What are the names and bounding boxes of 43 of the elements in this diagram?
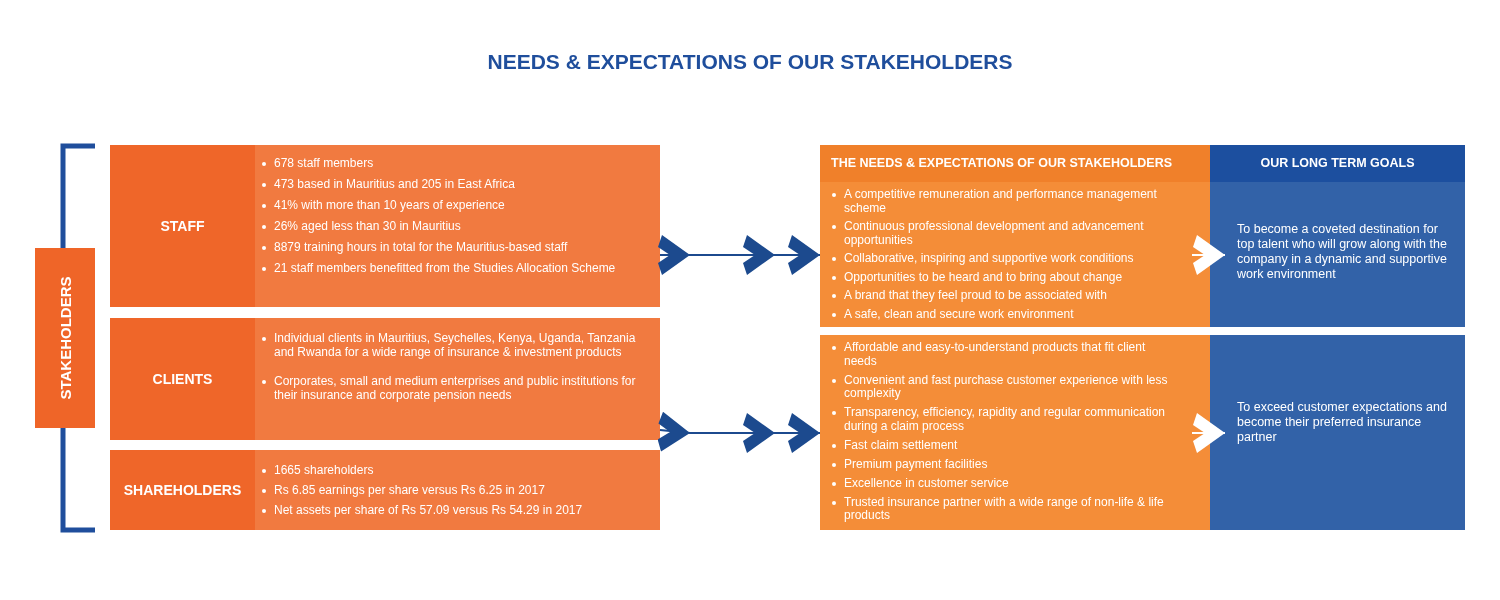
header-text: THE NEEDS & EXPECTATIONS OF OUR STAKEHOLDERS: [831, 156, 1172, 170]
bullet-text: 26% aged less than 30 in Mauritius: [274, 219, 461, 233]
bullet-text: Convenient and fast purchase customer experience with less complexity: [844, 372, 1168, 400]
bullet-text: A competitive remuneration and performance management scheme: [844, 187, 1157, 215]
stakeholder-row: [110, 318, 660, 440]
bullet-text: Rs 6.85 earnings per share versus Rs 6.25 in 2017: [274, 483, 545, 497]
vertical-heading: STAKEHOLDERS: [56, 276, 74, 400]
bullet-text: Net assets per share of Rs 57.09 versus Rs 54.29 in 2017: [274, 503, 583, 517]
bullet-text: 41% with more than 10 years of experience: [274, 198, 505, 212]
row-heading: SHAREHOLDERS: [110, 450, 255, 530]
goal-text: To exceed customer expectations and become their preferred insurance partner: [1237, 400, 1448, 445]
bullet-text: 21 staff members benefitted from the Studies Allocation Scheme: [274, 261, 616, 275]
column-header: [820, 145, 1210, 182]
bullet-text: Excellence in customer service: [844, 475, 1009, 490]
bullet-text: Opportunities to be heard and to bring about change: [844, 269, 1123, 284]
bullet-text: Collaborative, inspiring and supportive work conditions: [844, 251, 1134, 265]
stakeholder-tab: [35, 248, 95, 428]
bullet-text: Transparency, efficiency, rapidity and regular communication during a claim process: [844, 405, 1166, 433]
bullet-text: 8879 training hours in total for the Mauritius-based staff: [274, 240, 568, 254]
needs-panel: [820, 335, 1210, 530]
row-heading: CLIENTS: [110, 318, 255, 440]
goal-text: To become a coveted destination for top talent who will grow along with the company in a dynamic and supportive work environment: [1237, 222, 1448, 282]
bullet-text: 473 based in Mauritius and 205 in East Africa: [274, 177, 515, 191]
stakeholder-row: [110, 145, 660, 307]
goal-panel: [1210, 182, 1465, 327]
bullet-text: A brand that they feel proud to be associated with: [844, 288, 1107, 302]
bullet-text: Fast claim settlement: [844, 437, 958, 452]
bullet-text: Continuous professional development and advancement opportunities: [844, 219, 1144, 247]
bullet-text: Premium payment facilities: [844, 456, 988, 471]
bullet-text: 678 staff members: [274, 156, 374, 170]
header-text: OUR LONG TERM GOALS: [1259, 156, 1416, 170]
needs-panel: [820, 182, 1210, 327]
column-header: [1210, 145, 1465, 182]
goal-panel: [1210, 335, 1465, 530]
bullet-text: Individual clients in Mauritius, Seychelles, Kenya, Uganda, Tanzania and Rwanda for a wide range of insurance & investment products: [274, 331, 636, 359]
page-title: NEEDS & EXPECTATIONS OF OUR STAKEHOLDERS: [486, 50, 1014, 74]
row-heading: STAFF: [110, 145, 255, 307]
bullet-text: Trusted insurance partner with a wide range of non-life & life products: [844, 494, 1164, 522]
stakeholder-row: [110, 450, 660, 530]
bullet-text: 1665 shareholders: [274, 463, 374, 477]
bullet-text: Affordable and easy-to-understand products that fit client needs: [844, 340, 1146, 368]
bullet-text: A safe, clean and secure work environment: [844, 306, 1074, 321]
bullet-text: Corporates, small and medium enterprises and public institutions for their insurance and corporate pension needs: [274, 374, 636, 402]
